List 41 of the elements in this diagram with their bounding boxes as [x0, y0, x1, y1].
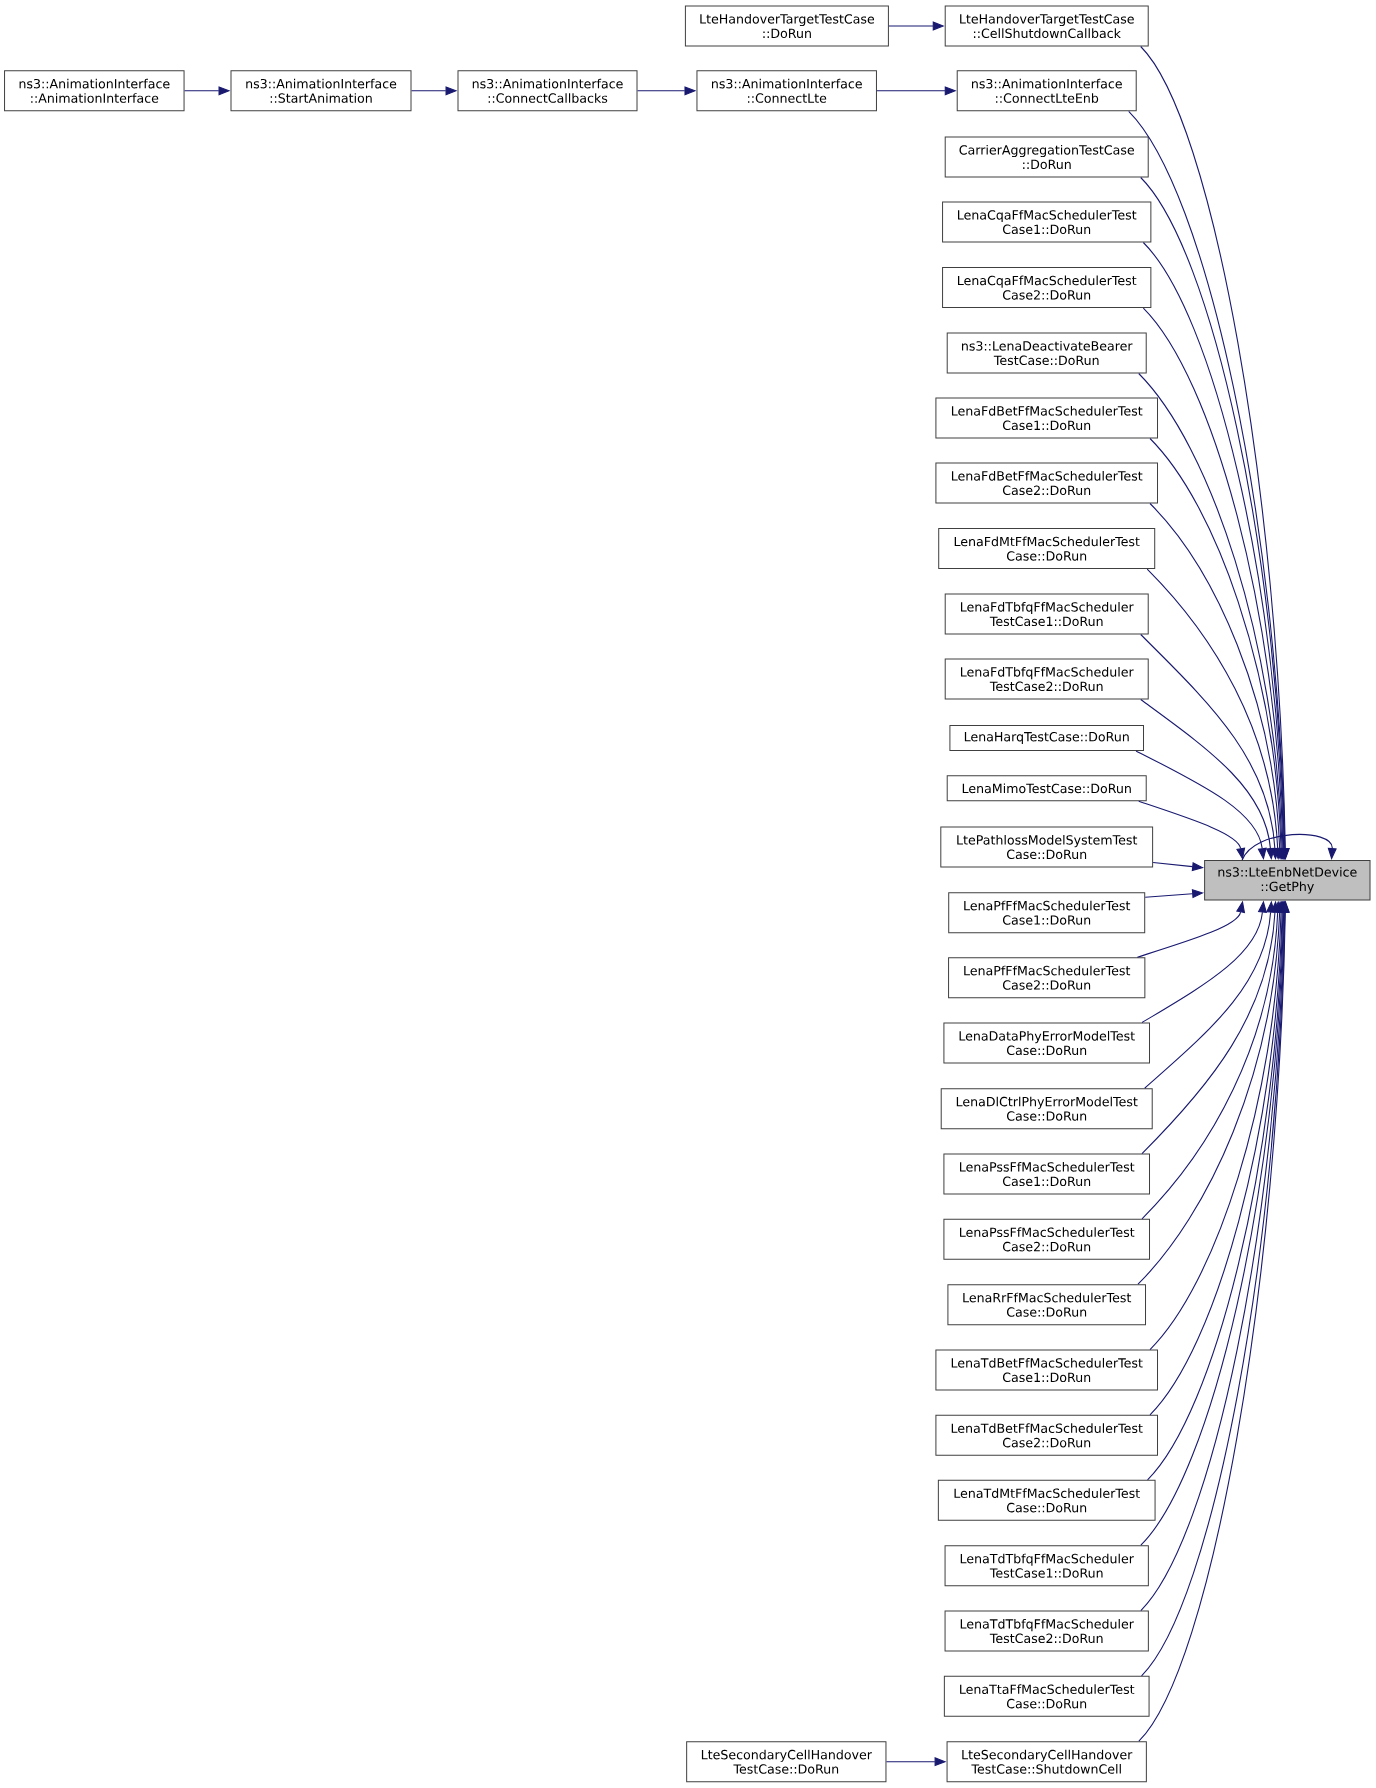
function-box: ns3::AnimationInterface ::ConnectLte: [696, 70, 877, 112]
function-box: LenaTdBetFfMacSchedulerTest Case1::DoRun: [935, 1349, 1158, 1391]
function-box: ns3::LenaDeactivateBearer TestCase::DoRun: [946, 332, 1147, 374]
self-loop-arrow: [1241, 833, 1337, 861]
function-box: CarrierAggregationTestCase ::DoRun: [944, 136, 1149, 178]
function-box: LenaTtaFfMacSchedulerTest Case::DoRun: [943, 1675, 1150, 1717]
function-box: ns3::AnimationInterface ::AnimationInterface: [4, 70, 185, 112]
function-box: LteSecondaryCellHandover TestCase::ShutdownCell: [946, 1741, 1147, 1783]
function-box: LteSecondaryCellHandover TestCase::DoRun: [686, 1741, 887, 1783]
function-box: LenaTdTbfqFfMacScheduler TestCase1::DoRun: [944, 1545, 1149, 1587]
function-box: ns3::AnimationInterface ::ConnectLteEnb: [956, 70, 1137, 112]
function-box: LenaRrFfMacSchedulerTest Case::DoRun: [947, 1284, 1146, 1326]
function-box: LenaTdMtFfMacSchedulerTest Case::DoRun: [937, 1479, 1156, 1521]
function-box: LenaMimoTestCase::DoRun: [946, 775, 1147, 802]
function-box: LenaCqaFfMacSchedulerTest Case2::DoRun: [942, 267, 1152, 309]
function-box: LtePathlossModelSystemTest Case::DoRun: [940, 826, 1154, 868]
function-box: LenaPssFfMacSchedulerTest Case2::DoRun: [943, 1218, 1150, 1260]
highlighted-function-box: ns3::LteEnbNetDevice ::GetPhy: [1204, 860, 1371, 901]
arrow: [1140, 633, 1280, 860]
arrow: [1135, 750, 1267, 860]
function-box: LenaPssFfMacSchedulerTest Case1::DoRun: [943, 1153, 1150, 1195]
function-box: LteHandoverTargetTestCase ::CellShutdownCallback: [944, 5, 1149, 47]
function-box: LteHandoverTargetTestCase ::DoRun: [684, 5, 889, 47]
function-box: LenaFdMtFfMacSchedulerTest Case::DoRun: [938, 528, 1156, 570]
function-box: LenaPfFfMacSchedulerTest Case2::DoRun: [948, 957, 1146, 999]
function-box: LenaHarqTestCase::DoRun: [949, 724, 1144, 751]
function-box: ns3::AnimationInterface ::StartAnimation: [230, 70, 412, 112]
function-box: LenaTdBetFfMacSchedulerTest Case2::DoRun: [935, 1414, 1158, 1456]
function-box: LenaPfFfMacSchedulerTest Case1::DoRun: [948, 892, 1146, 934]
function-box: LenaDataPhyErrorModelTest Case::DoRun: [943, 1022, 1150, 1064]
arrow: [1140, 698, 1276, 860]
function-box: ns3::AnimationInterface ::ConnectCallbacks: [457, 70, 638, 112]
function-box: LenaTdTbfqFfMacScheduler TestCase2::DoRun: [944, 1610, 1149, 1652]
function-box: LenaFdTbfqFfMacScheduler TestCase2::DoRun: [944, 658, 1149, 700]
arrow: [1138, 800, 1246, 860]
function-box: LenaCqaFfMacSchedulerTest Case1::DoRun: [942, 201, 1152, 243]
function-box: LenaFdBetFfMacSchedulerTest Case1::DoRun: [935, 397, 1158, 439]
function-box: LenaFdBetFfMacSchedulerTest Case2::DoRun: [935, 462, 1158, 504]
function-box: LenaDlCtrlPhyErrorModelTest Case::DoRun: [940, 1088, 1153, 1130]
function-box: LenaFdTbfqFfMacScheduler TestCase1::DoRun: [944, 593, 1149, 635]
arrow: [1146, 568, 1283, 860]
